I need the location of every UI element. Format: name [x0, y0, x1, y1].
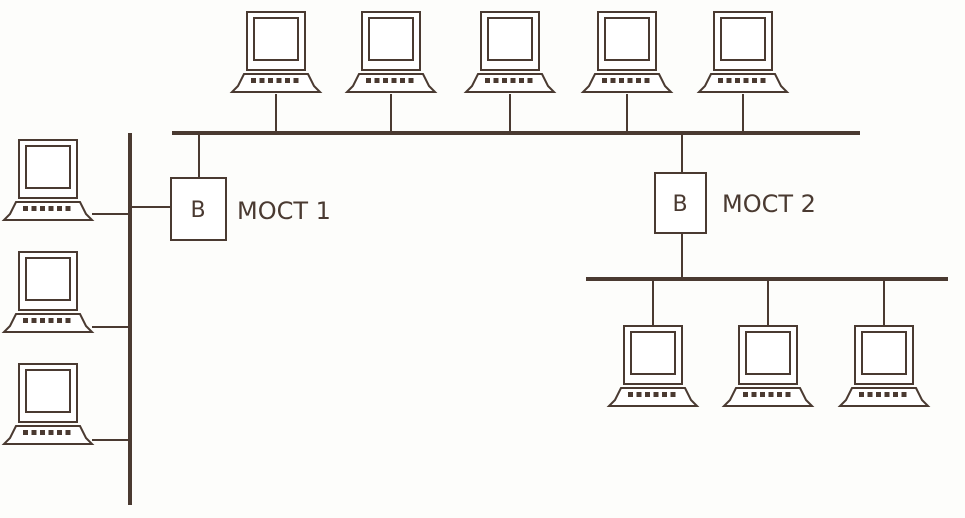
- bridge-label: МОСТ 1: [237, 197, 331, 225]
- computer-icon: [229, 11, 323, 93]
- bridge-letter: B: [672, 192, 687, 217]
- bridge-box: [170, 177, 227, 241]
- computer-icon: [463, 11, 557, 93]
- computer-icon: [721, 325, 815, 407]
- link-lines: [92, 94, 885, 441]
- computer-icon: [696, 11, 790, 93]
- computer-icon: [606, 325, 700, 407]
- bridge-1: B МОСТ 1: [170, 177, 331, 241]
- computer-icon: [1, 139, 95, 221]
- computer-icon: [1, 251, 95, 333]
- computer-icon: [1, 363, 95, 445]
- computer-icon: [580, 11, 674, 93]
- computer-icon: [344, 11, 438, 93]
- bridge-label: МОСТ 2: [722, 190, 816, 218]
- computers: [1, 11, 931, 445]
- bridge-box: [654, 172, 707, 234]
- bus-lines: [128, 131, 948, 505]
- bridge-letter: B: [190, 198, 205, 223]
- bridge-2: B МОСТ 2: [654, 172, 816, 234]
- computer-icon: [837, 325, 931, 407]
